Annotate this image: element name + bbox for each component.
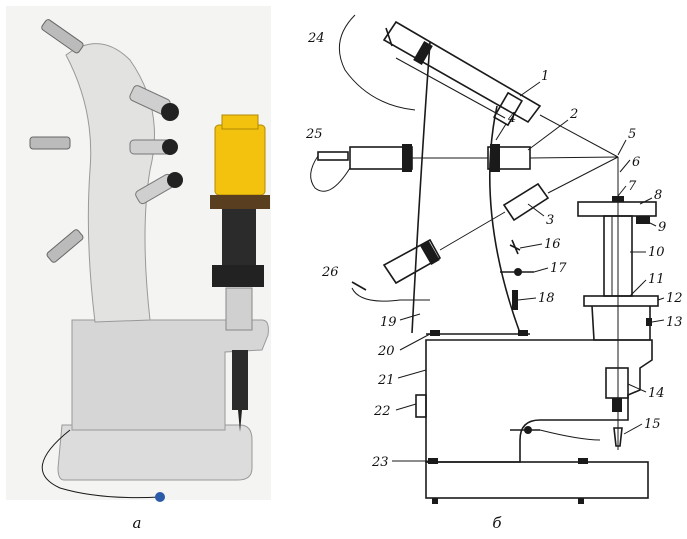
label-11: 11 — [648, 272, 665, 287]
middle-tube — [349, 144, 531, 172]
foot-left — [432, 498, 438, 504]
label-22: 22 — [373, 404, 391, 419]
label-17: 17 — [550, 261, 567, 276]
label-5: 5 — [628, 127, 636, 142]
photo-column — [65, 43, 155, 323]
photo-base — [57, 424, 253, 481]
column-left-edge — [411, 41, 431, 334]
label-15: 15 — [644, 417, 661, 432]
photo-plug — [155, 492, 165, 502]
lower-tube — [382, 182, 550, 285]
photo-eyepieces — [29, 19, 183, 263]
label-19: 19 — [380, 315, 397, 330]
label-3: 3 — [546, 213, 554, 228]
label-4: 4 — [507, 111, 516, 126]
label-26: 26 — [321, 265, 339, 280]
caption-left: а — [133, 514, 142, 532]
drawing — [310, 14, 659, 504]
label-20: 20 — [377, 344, 395, 359]
base — [425, 461, 649, 499]
foot-right — [578, 498, 584, 504]
label-23: 23 — [371, 455, 389, 470]
label-12: 12 — [666, 291, 683, 306]
part-18 — [512, 290, 518, 310]
label-7: 7 — [628, 179, 637, 194]
label-21: 21 — [377, 373, 395, 388]
label-18: 18 — [538, 291, 555, 306]
label-2: 2 — [569, 107, 578, 122]
label-6: 6 — [632, 155, 640, 170]
label-9: 9 — [658, 220, 666, 235]
stage-assembly — [577, 196, 659, 341]
upper-tube — [382, 20, 542, 127]
probe-15 — [613, 427, 623, 447]
lever-knob — [524, 426, 532, 434]
photo-body — [71, 319, 269, 431]
door-22 — [415, 394, 427, 418]
label-25: 25 — [305, 127, 323, 142]
label-8: 8 — [654, 188, 662, 203]
label-13: 13 — [666, 315, 683, 330]
spindle-tip — [612, 398, 622, 412]
label-10: 10 — [648, 245, 665, 260]
part-23 — [428, 458, 438, 464]
photo-theodolite — [210, 114, 270, 432]
column-right-edge — [488, 105, 521, 334]
lever-link — [539, 429, 601, 441]
label-1: 1 — [541, 69, 549, 84]
connector-25 — [317, 151, 349, 161]
part-20b — [518, 330, 528, 336]
caption-right: б — [492, 514, 502, 532]
photo-panel — [6, 6, 271, 502]
photo-cable — [41, 429, 161, 499]
cable-24 — [338, 14, 416, 111]
part-17-knob — [514, 268, 522, 276]
callouts: 1 2 3 4 5 6 7 8 9 10 11 12 13 14 15 16 1… — [305, 31, 683, 470]
label-14: 14 — [648, 386, 665, 401]
label-16: 16 — [544, 237, 561, 252]
connector-26 — [351, 281, 367, 291]
part-16 — [509, 239, 521, 255]
spindle-14 — [605, 367, 629, 399]
part-20 — [430, 330, 440, 336]
label-24: 24 — [307, 31, 325, 46]
cable-25 — [310, 155, 351, 192]
part-23b — [578, 458, 588, 464]
body-21 — [425, 339, 653, 463]
cable-26 — [351, 287, 430, 302]
